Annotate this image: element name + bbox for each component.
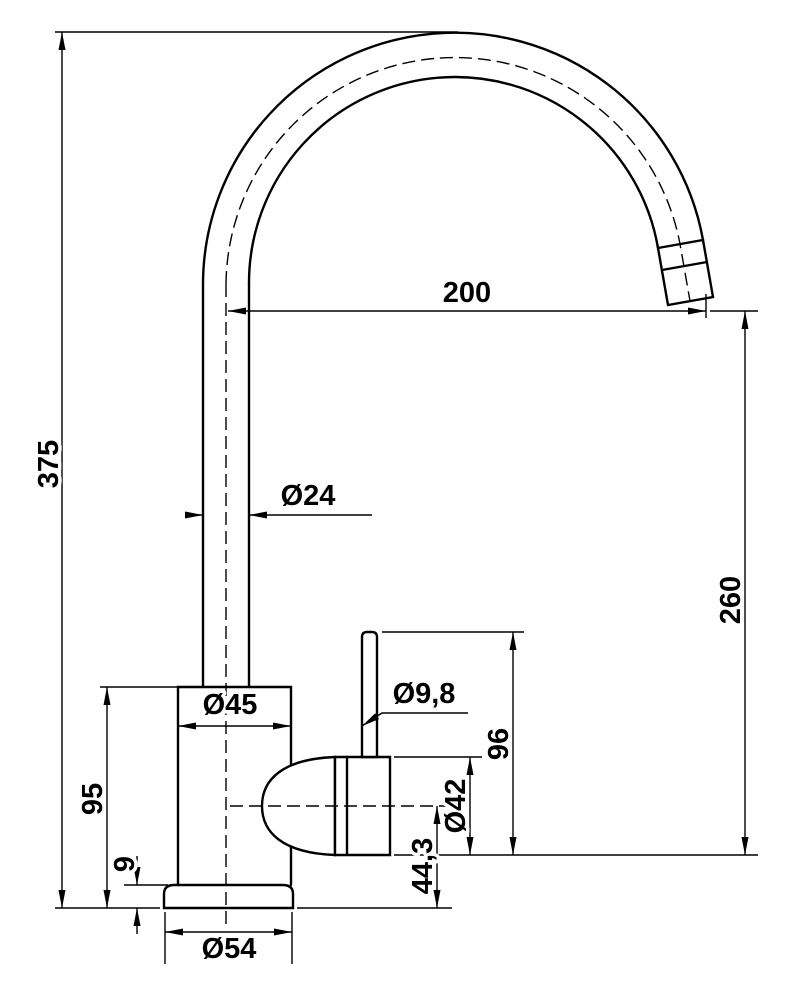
dim-body-diameter-label: Ø45 [203,689,258,721]
spout-outer-arc [201,31,705,286]
leader-line-d98 [361,712,468,727]
dim-lever-diameter-label: Ø9,8 [393,678,456,710]
handle-lever [360,630,379,759]
centerlines [225,56,691,930]
spout-inner-arc [247,75,660,286]
dim-base-plate-height-label: 9 [109,856,141,872]
spout-centerline-arc [225,56,691,302]
dim-handle-body-diameter-label: Ø42 [440,779,472,834]
dim-spout-tube-diameter-label: Ø24 [281,480,336,512]
dim-base-diameter-label: Ø54 [202,933,257,965]
base-plate [162,883,295,910]
handle-cylinder [333,755,392,857]
dim-spout-outlet-height-label: 260 [715,576,747,624]
dim-spout-projection-label: 200 [443,277,491,309]
dim-body-height-label: 95 [77,783,109,815]
dimension-labels: 375 200 Ø24 260 Ø45 95 9 Ø54 Ø9,8 96 Ø42… [30,274,751,969]
faucet-outline [162,31,715,910]
dim-handle-axis-height-label: 44,3 [407,838,439,894]
dimension-lines [55,31,758,964]
spout-aerator [656,238,715,307]
dim-total-height-label: 375 [33,440,65,488]
dim-handle-height-label: 96 [483,728,515,760]
